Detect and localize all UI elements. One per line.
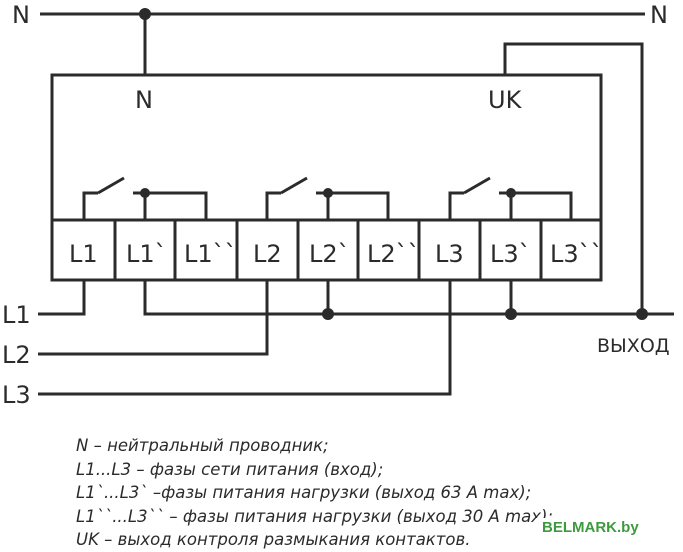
terminal-label: L1`` — [184, 240, 237, 268]
terminal-cell — [478, 218, 543, 282]
terminal-label: L3` — [490, 240, 531, 268]
switch-common-wire — [509, 191, 573, 220]
neutral-label-left: N — [12, 1, 30, 29]
switch-blade — [463, 176, 491, 195]
output-junction-dot — [636, 308, 648, 320]
terminal-label: L2 — [253, 240, 282, 268]
l1-wire-label: L1 — [2, 301, 31, 329]
output-wire — [143, 280, 674, 316]
output-label: ВЫХОД — [597, 335, 670, 357]
watermark-logo: BELMARK.by — [536, 518, 645, 537]
legend-item: UK – выход контроля размыкания контактов… — [76, 530, 471, 549]
switch-blade — [280, 176, 308, 195]
switch-junction-dot — [506, 188, 516, 198]
legend-item: L1`...L3` –фазы питания нагрузки (выход … — [76, 483, 532, 502]
relay-switch-1 — [82, 176, 208, 220]
legend-item: L1``...L3`` – фазы питания нагрузки (вых… — [76, 506, 553, 526]
legend: N – нейтральный проводник; L1...L3 – фаз… — [76, 434, 553, 552]
l2-wire-label: L2 — [2, 341, 31, 369]
terminal-label: L2`` — [367, 240, 420, 268]
terminal-label: L1 — [69, 240, 98, 268]
terminal-label: L2` — [309, 240, 350, 268]
l3-input-wire — [38, 280, 452, 396]
terminal-block: L1 L1` L1`` L2 L2` L2`` L3 L3` L3`` — [50, 218, 603, 282]
terminal-label: L1` — [126, 240, 167, 268]
neutral-label-right: N — [650, 1, 668, 29]
output-junction-dot — [505, 308, 517, 320]
switch-junction-dot — [323, 188, 333, 198]
l2-input-wire — [38, 280, 269, 356]
terminal-label: L3 — [435, 240, 464, 268]
terminal-label: L3`` — [550, 240, 603, 268]
switch-contact-wire — [82, 191, 98, 220]
relay-switch-3 — [448, 176, 573, 220]
device-n-label: N — [135, 86, 153, 114]
switch-contact-wire — [448, 191, 464, 220]
switch-common-wire — [143, 191, 208, 220]
output-junction-dot — [322, 308, 334, 320]
neutral-junction-dot — [139, 8, 151, 20]
l1-input-wire — [38, 280, 86, 316]
uk-wire — [503, 42, 644, 314]
l3-wire-label: L3 — [2, 381, 31, 409]
legend-item: N – нейтральный проводник; — [76, 436, 329, 455]
switch-blade — [97, 176, 125, 195]
device-uk-label: UK — [488, 86, 523, 114]
legend-item: L1...L3 – фазы сети питания (вход); — [76, 459, 384, 479]
switch-junction-dot — [140, 188, 150, 198]
switch-common-wire — [326, 191, 390, 220]
relay-switch-2 — [265, 176, 390, 220]
switch-contact-wire — [265, 191, 281, 220]
